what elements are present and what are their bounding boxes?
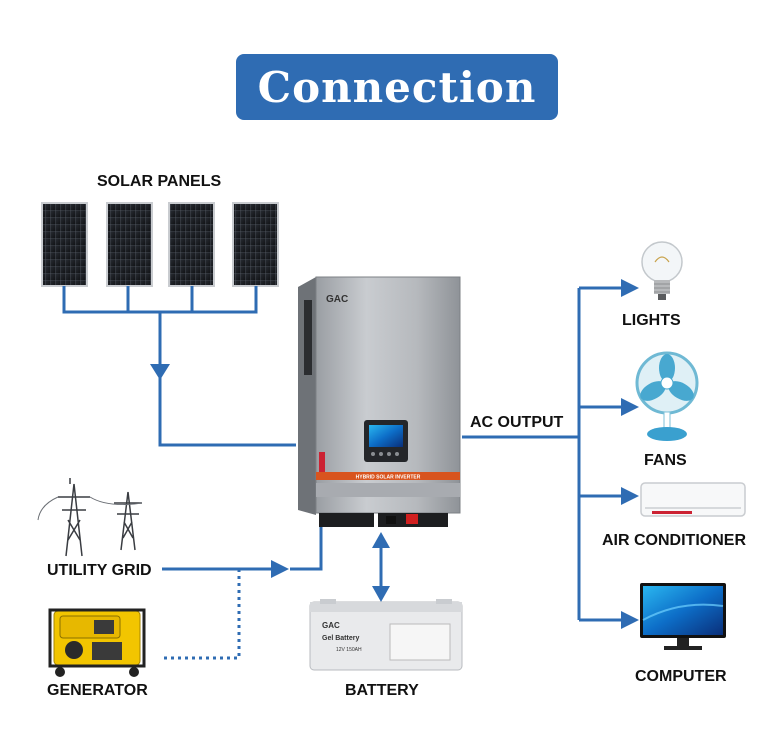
inverter-band: [316, 472, 460, 480]
label-battery: BATTERY: [345, 682, 419, 699]
label-computer: COMPUTER: [635, 668, 727, 685]
fan-icon: [635, 351, 699, 441]
panel-combiner-line: [62, 286, 258, 314]
inverter-screen: [369, 425, 403, 447]
label-utility-grid: UTILITY GRID: [47, 562, 152, 579]
arrowheads: [150, 279, 639, 629]
solar-panel-3: [168, 202, 215, 287]
diagram-title: Connection: [257, 62, 537, 112]
solar-panels: [41, 202, 279, 287]
label-lights: LIGHTS: [622, 312, 681, 329]
arrow-grid: [271, 560, 289, 578]
gel-battery: GAC Gel Battery 12V 150AH: [309, 599, 463, 671]
arrow-lights: [621, 279, 639, 297]
battery-spec: 12V 150AH: [336, 647, 362, 653]
arrow-solar-down: [150, 364, 170, 380]
hybrid-solar-inverter: GAC HYBRID SOLAR INVERTER: [298, 276, 461, 527]
arrow-battery-down: [372, 586, 390, 602]
inverter-brand: GAC: [326, 294, 348, 305]
utility-grid-towers: [37, 478, 143, 557]
label-air-conditioner: AIR CONDITIONER: [602, 532, 746, 549]
generator-icon: [48, 608, 146, 677]
generator-line: [164, 569, 241, 660]
battery-brand: GAC: [322, 621, 340, 630]
light-bulb-icon: [641, 241, 683, 300]
inverter-band-text: HYBRID SOLAR INVERTER: [356, 475, 421, 481]
title-banner: Connection: [236, 54, 558, 120]
solar-panel-2: [106, 202, 153, 287]
arrow-computer: [621, 611, 639, 629]
inverter-down-line: [290, 527, 323, 571]
air-conditioner-icon: [640, 482, 746, 517]
arrow-ac: [621, 487, 639, 505]
solar-panel-4: [232, 202, 279, 287]
solar-to-inverter-line: [158, 312, 296, 447]
label-solar-panels: SOLAR PANELS: [97, 173, 222, 190]
wiring: [62, 286, 625, 622]
computer-monitor-icon: [640, 583, 726, 650]
solar-panel-1: [41, 202, 88, 287]
label-ac-output: AC OUTPUT: [470, 414, 564, 431]
arrow-battery-up: [372, 532, 390, 548]
arrow-fans: [621, 398, 639, 416]
label-fans: FANS: [644, 452, 687, 469]
battery-name: Gel Battery: [322, 635, 359, 642]
label-generator: GENERATOR: [47, 682, 148, 699]
